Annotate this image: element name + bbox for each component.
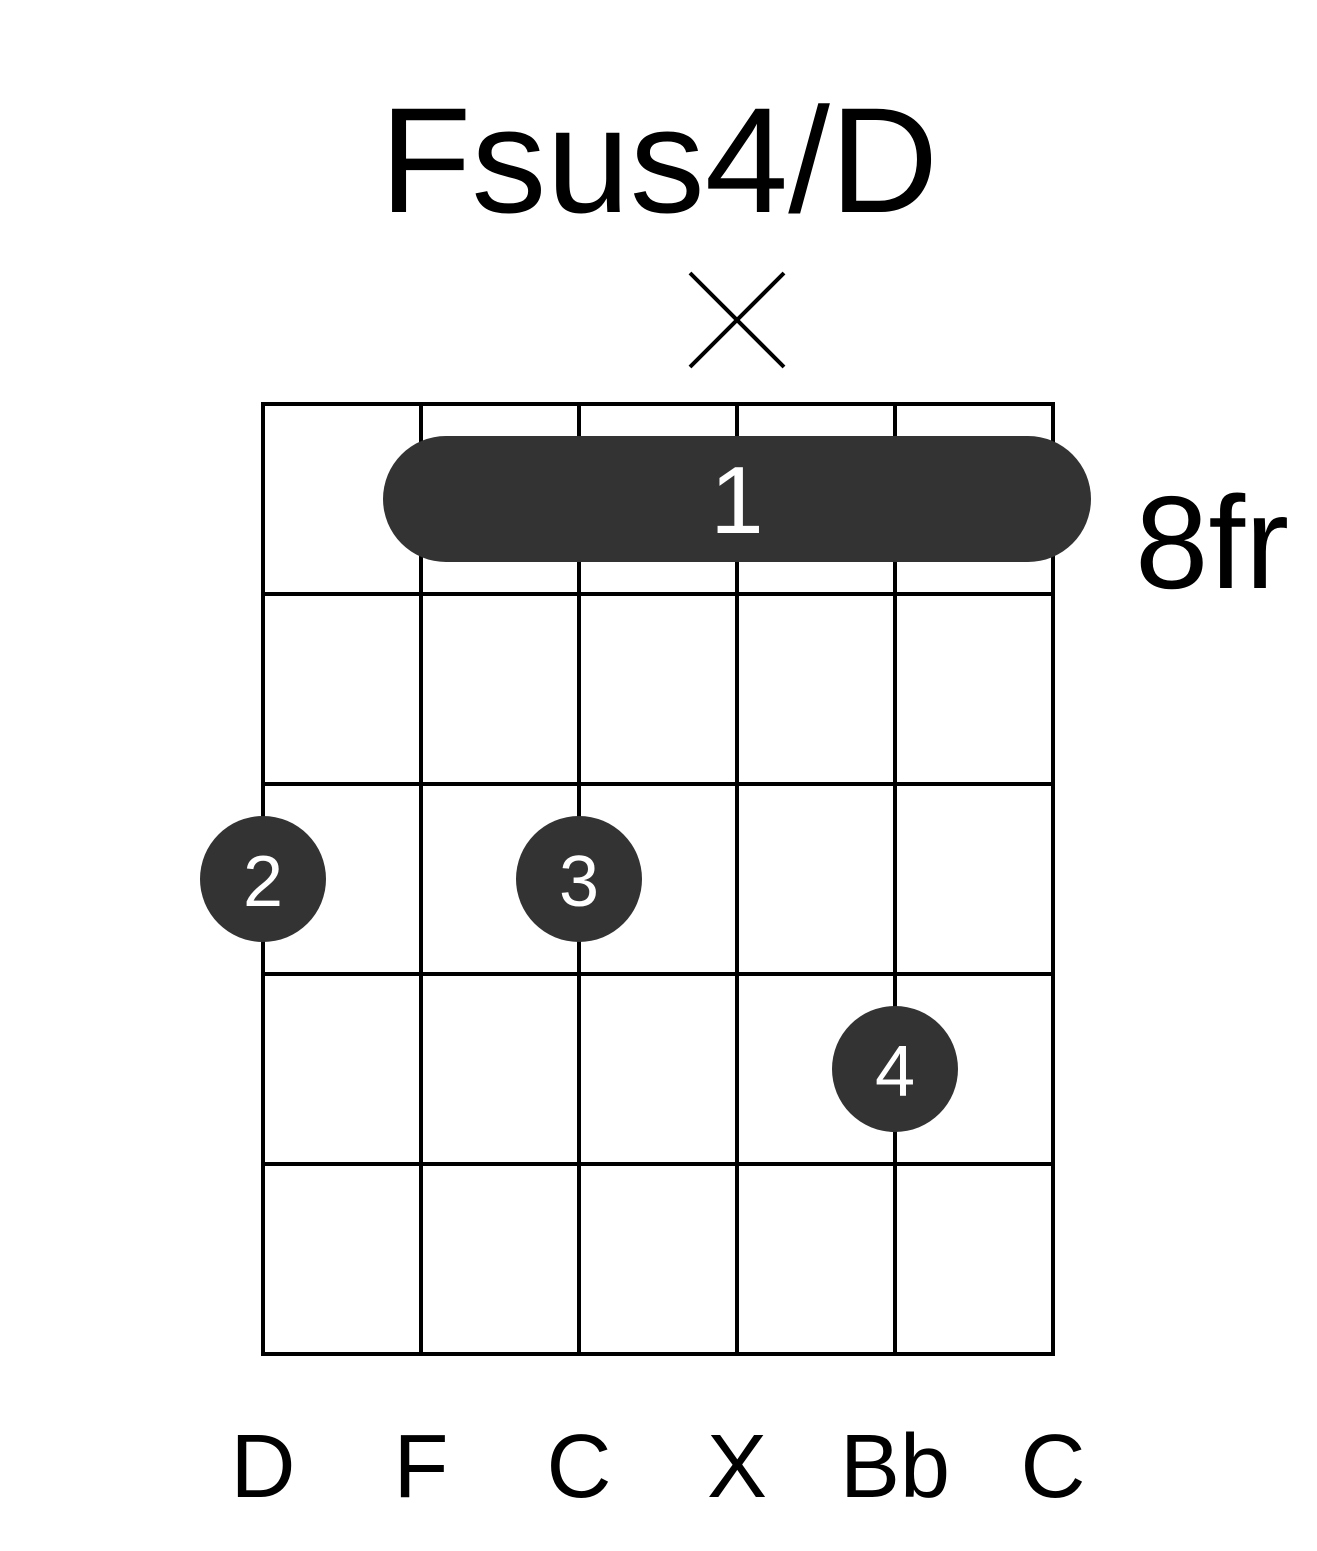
x-mark-icon — [688, 271, 786, 369]
finger-number: 4 — [875, 1032, 915, 1112]
finger-dots: 2 3 4 — [200, 816, 958, 1132]
barre-bar — [383, 436, 1091, 562]
chord-title: Fsus4/D — [380, 76, 938, 244]
finger-dot: 2 — [200, 816, 326, 942]
string-note-label: X — [707, 1417, 767, 1517]
finger-dot: 3 — [516, 816, 642, 942]
fret-position-label: 8fr — [1135, 469, 1289, 616]
finger-dot-circle — [200, 816, 326, 942]
string-note-label: Bb — [840, 1417, 950, 1517]
string-note-label: C — [547, 1417, 612, 1517]
string-note-label: C — [1021, 1417, 1086, 1517]
finger-number: 2 — [243, 842, 283, 922]
finger-dot-circle — [832, 1006, 958, 1132]
muted-markers — [688, 271, 786, 369]
string-note-label: F — [394, 1417, 449, 1517]
finger-dot: 4 — [832, 1006, 958, 1132]
barre: 1 — [383, 436, 1091, 562]
finger-number: 3 — [559, 842, 599, 922]
string-note-label: D — [231, 1417, 296, 1517]
finger-dot-circle — [516, 816, 642, 942]
barre-finger-label: 1 — [710, 447, 763, 554]
